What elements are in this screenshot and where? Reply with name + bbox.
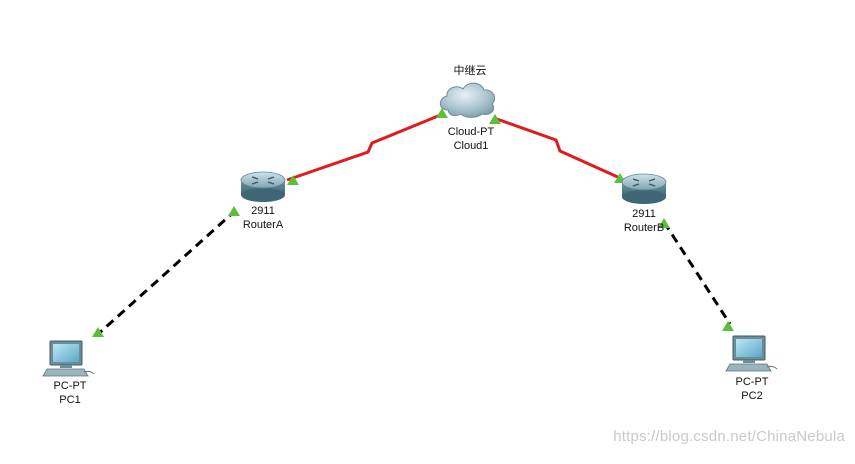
link-up-triangle <box>287 175 299 185</box>
cloud-name-label: Cloud1 <box>453 140 489 152</box>
link-up-triangle <box>436 108 448 118</box>
watermark-text: https://blog.csdn.net/ChinaNebula <box>613 428 845 445</box>
routera-model-label: 2911 <box>251 205 275 217</box>
router-icon-routera[interactable] <box>240 171 286 202</box>
pc1-model-label: PC-PT <box>53 380 87 392</box>
pc-icon-pc1[interactable] <box>42 340 95 377</box>
cloud-model-label: Cloud-PT <box>447 126 495 138</box>
serial-link-routera-cloud[interactable] <box>286 112 444 182</box>
pc2-name-label: PC2 <box>741 390 763 402</box>
ethernet-link-routera-pc1[interactable] <box>94 208 238 338</box>
link-status-indicators <box>92 108 734 337</box>
pc2-model-label: PC-PT <box>735 376 769 388</box>
cloud-icon[interactable] <box>439 82 496 118</box>
routera-name-label: RouterA <box>242 219 284 231</box>
pc-icon-pc2[interactable] <box>725 335 778 372</box>
cloud-annotation-label: 中继云 <box>453 65 487 77</box>
link-up-triangle <box>489 114 501 124</box>
pc1-name-label: PC1 <box>59 394 81 406</box>
link-up-triangle <box>92 327 104 337</box>
ethernet-link-routerb-pc2[interactable] <box>662 221 732 325</box>
link-up-triangle <box>722 321 734 331</box>
router-icon-routerb[interactable] <box>621 173 667 204</box>
routerb-model-label: 2911 <box>632 208 656 220</box>
link-up-triangle <box>228 206 240 216</box>
link-up-triangle <box>658 218 670 228</box>
serial-link-cloud-routerb[interactable] <box>493 116 621 180</box>
routerb-name-label: RouterB <box>623 222 665 234</box>
